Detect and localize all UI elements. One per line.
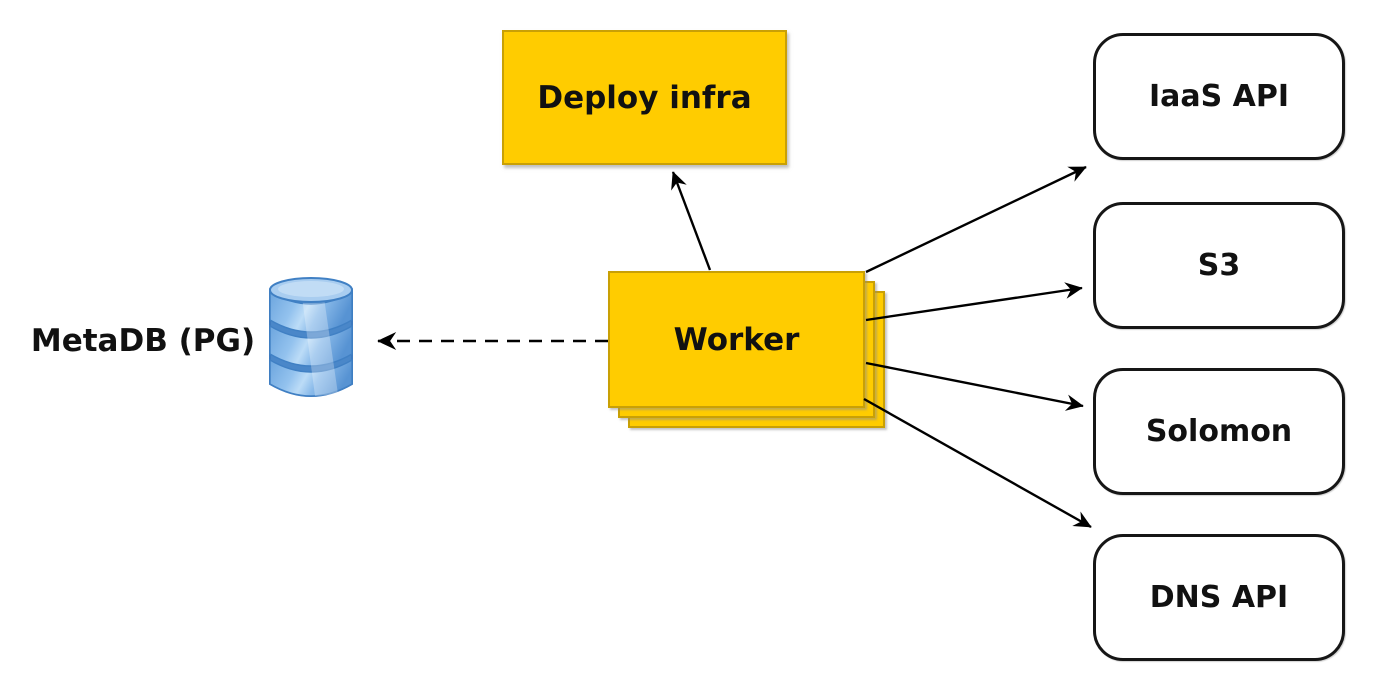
node-worker: Worker: [608, 271, 886, 429]
edge-worker-to-solomon: [865, 361, 1084, 411]
node-deploy-infra: Deploy infra: [502, 30, 787, 165]
database-icon: [269, 277, 353, 397]
solomon-label: Solomon: [1145, 414, 1293, 449]
node-solomon: Solomon: [1093, 368, 1345, 495]
worker-stack-front: Worker: [608, 271, 865, 408]
edge-worker-to-s3: [865, 282, 1083, 322]
s3-label: S3: [1197, 248, 1241, 283]
metadb-label: MetaDB (PG): [30, 323, 256, 359]
edge-worker-to-dns-api: [863, 397, 1092, 529]
edge-worker-to-deploy-infra: [671, 171, 712, 271]
iaas-api-label: IaaS API: [1148, 79, 1290, 114]
deploy-infra-label: Deploy infra: [537, 79, 752, 116]
node-dns-api: DNS API: [1093, 534, 1345, 661]
edge-worker-to-iaas-api: [865, 165, 1087, 274]
node-iaas-api: IaaS API: [1093, 33, 1345, 160]
node-s3: S3: [1093, 202, 1345, 329]
dns-api-label: DNS API: [1149, 580, 1289, 615]
worker-label: Worker: [673, 321, 800, 358]
